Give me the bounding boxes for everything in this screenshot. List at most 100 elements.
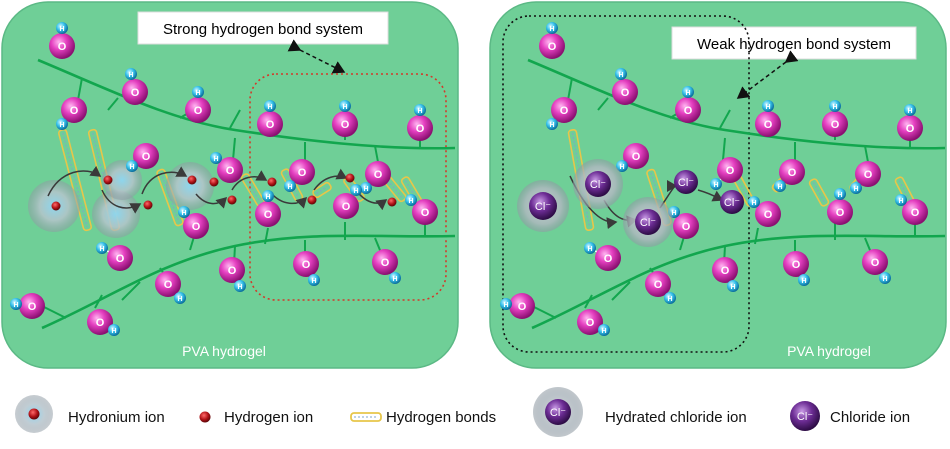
oxygen-label: O xyxy=(792,259,801,271)
hydrogen-label: H xyxy=(181,210,186,217)
oxygen-label: O xyxy=(764,209,773,221)
legend-hydrated-chloride-label: Hydrated chloride ion xyxy=(605,408,747,426)
oxygen-label: O xyxy=(871,257,880,269)
oxygen-atom xyxy=(293,251,319,277)
proton-transfer-arrow xyxy=(313,168,348,191)
hydrogen-ion xyxy=(51,201,61,211)
strong-bond-region xyxy=(249,73,447,301)
hydrogen-atom xyxy=(56,22,68,34)
water-molecule: OH xyxy=(178,206,209,239)
hydrogen-label: H xyxy=(587,246,592,253)
oxygen-label: O xyxy=(194,105,203,117)
hydrogen-label: H xyxy=(898,198,903,205)
hydrogen-label: H xyxy=(363,186,368,193)
oxygen-label: O xyxy=(131,87,140,99)
chain-branch-left xyxy=(264,227,269,245)
hydrogen-label: H xyxy=(837,192,842,199)
oxygen-label: O xyxy=(226,165,235,177)
hydrogen-label: H xyxy=(111,328,116,335)
hydrogen-atom xyxy=(546,22,558,34)
oxygen-label: O xyxy=(518,301,527,313)
water-molecule: OH xyxy=(185,86,211,123)
legend: Hydronium ion Hydrogen ion Hydrogen bond… xyxy=(0,380,950,449)
chloride-ion-icon: Cl⁻ xyxy=(790,401,820,431)
water-molecule: OH xyxy=(360,161,391,194)
hydrogen-label: H xyxy=(713,182,718,189)
hydrogen-ion xyxy=(209,177,219,187)
oxygen-label: O xyxy=(764,119,773,131)
oxygen-label: O xyxy=(374,169,383,181)
hydrogen-atom xyxy=(284,180,296,192)
hydrogen-atom xyxy=(748,196,760,208)
hydrogen-label: H xyxy=(237,284,242,291)
water-molecule: OH xyxy=(748,196,781,227)
hydrogen-ion xyxy=(103,175,113,185)
hydrogen-label: H xyxy=(503,302,508,309)
hydrogen-atom xyxy=(210,152,222,164)
legend-chloride: Cl⁻ Chloride ion xyxy=(788,401,911,432)
chain-branch-left xyxy=(107,97,119,111)
hydrogen-label: H xyxy=(342,104,347,111)
hydrogen-atom xyxy=(108,324,120,336)
oxygen-atom xyxy=(712,257,738,283)
oxygen-atom xyxy=(827,199,853,225)
hydronium-ion-icon xyxy=(15,394,53,433)
legend-chloride-label: Chloride ion xyxy=(830,408,911,426)
oxygen-atom xyxy=(219,257,245,283)
oxygen-label: O xyxy=(906,123,915,135)
hydrogen-label: H xyxy=(417,108,422,115)
water-molecule: OH xyxy=(897,104,923,141)
hydrogen-atom xyxy=(584,242,596,254)
hydrogen-atom xyxy=(125,68,137,80)
hydrogen-label: H xyxy=(177,296,182,303)
water-molecule: OH xyxy=(500,293,535,319)
water-molecule: OH xyxy=(407,104,433,141)
legend-hydrogen-ion-label: Hydrogen ion xyxy=(224,408,314,426)
water-molecule: OH xyxy=(87,309,120,336)
oxygen-atom xyxy=(675,97,701,123)
hydrogen-bond xyxy=(808,178,830,207)
hydrogen-ion xyxy=(187,175,197,185)
oxygen-atom xyxy=(595,245,621,271)
oxygen-atom xyxy=(539,33,565,59)
oxygen-atom xyxy=(257,111,283,137)
hydrogen-label: H xyxy=(618,72,623,79)
water-molecule: OH xyxy=(822,100,848,137)
oxygen-atom xyxy=(185,97,211,123)
hydrogen-label: H xyxy=(751,200,756,207)
oxygen-label: O xyxy=(341,119,350,131)
water-molecule: OH xyxy=(210,152,243,183)
oxygen-label: O xyxy=(264,209,273,221)
hydrogen-atom xyxy=(126,160,138,172)
hydrogen-atom xyxy=(174,292,186,304)
hydrogen-atom xyxy=(546,118,558,130)
hydrogen-label: H xyxy=(619,164,624,171)
water-molecule: OH xyxy=(612,68,638,105)
water-molecule: OH xyxy=(332,100,358,137)
strong-bond-callout-box xyxy=(137,11,389,45)
water-molecule: OH xyxy=(783,251,810,286)
water-molecule: OH xyxy=(712,257,739,292)
hydrogen-label: H xyxy=(128,72,133,79)
chloride-ion: Cl⁻ xyxy=(720,190,744,214)
hydrogen-atom xyxy=(234,280,246,292)
water-molecule: OH xyxy=(155,271,186,304)
hydrogen-label: H xyxy=(311,278,316,285)
hydrogen-ion xyxy=(345,173,355,183)
oxygen-atom xyxy=(183,213,209,239)
hydrogen-atom xyxy=(262,190,274,202)
water-molecule: OH xyxy=(255,190,281,227)
legend-hydrogen-bonds-label: Hydrogen bonds xyxy=(386,408,497,426)
chain-branch-left xyxy=(121,281,141,301)
water-molecule: OH xyxy=(645,271,676,304)
oxygen-label: O xyxy=(654,279,663,291)
svg-text:Cl⁻: Cl⁻ xyxy=(550,407,566,419)
water-molecule: OH xyxy=(293,251,320,286)
oxygen-atom xyxy=(87,309,113,335)
oxygen-atom xyxy=(755,111,781,137)
water-molecule: OH xyxy=(56,97,87,130)
oxygen-label: O xyxy=(836,207,845,219)
left-caption: PVA hydrogel xyxy=(182,343,266,359)
oxygen-label: O xyxy=(632,151,641,163)
strong-bond-callout: Strong hydrogen bond system xyxy=(163,21,363,38)
